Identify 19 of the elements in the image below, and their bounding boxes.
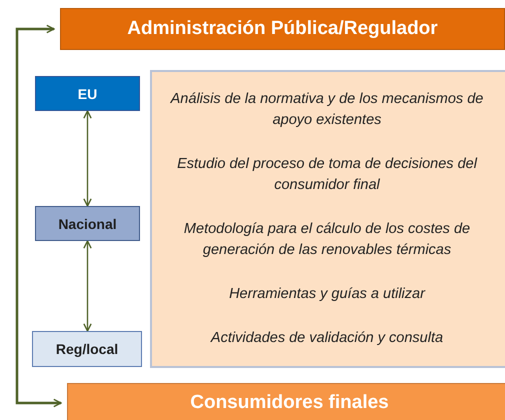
node-label: Consumidores finales xyxy=(190,392,389,414)
level-box xyxy=(32,331,142,367)
activity-text: Análisis de la normativa y de los mecanismos de apoyo existentes xyxy=(170,90,484,130)
activity-text: Actividades de validación y consulta xyxy=(210,328,444,348)
arrow xyxy=(16,24,62,408)
actor-banner xyxy=(67,383,505,420)
arrow xyxy=(83,240,92,332)
node-label: Administración Pública/Regulador xyxy=(127,18,438,40)
activity-text: Estudio del proceso de toma de decisiones del consumidor final xyxy=(176,155,478,196)
node-label: Reg/local xyxy=(56,341,118,357)
actor-banner xyxy=(60,8,505,50)
activities-panel xyxy=(150,70,505,368)
node-label: Nacional xyxy=(58,216,117,232)
node-label: EU xyxy=(78,86,98,102)
activity-text: Herramientas y guías a utilizar xyxy=(229,284,425,304)
level-box xyxy=(35,206,140,241)
arrow xyxy=(83,110,92,207)
level-box xyxy=(35,76,140,111)
activity-text: Metodología para el cálculo de los costes de generación de las renovables térmicas xyxy=(182,220,472,260)
